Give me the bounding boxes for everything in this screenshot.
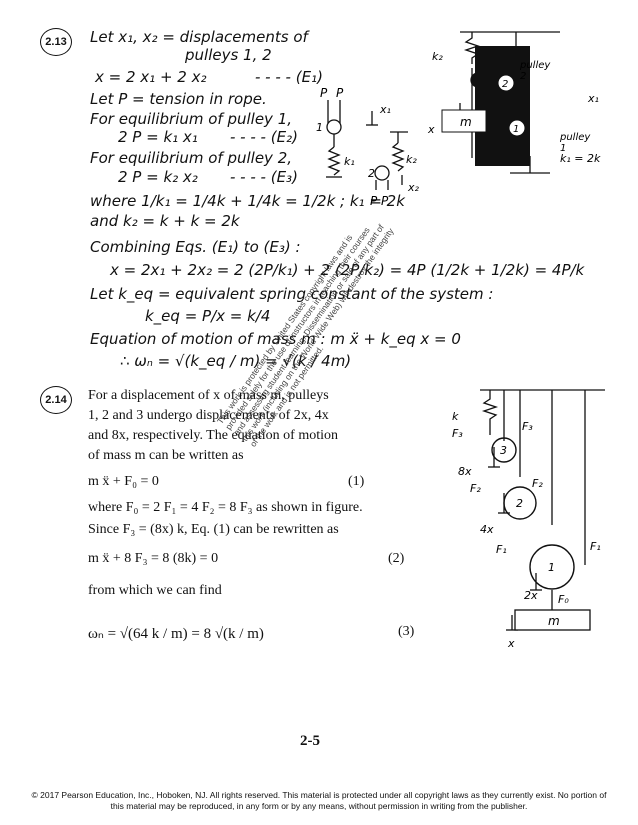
p214-line-1: For a displacement of x of mass m, pulle… <box>88 388 329 403</box>
p213-sys-circle1: 1 <box>513 124 519 135</box>
p213-sys-k2: k₂ <box>432 50 443 63</box>
p213-fbd-pulley2: 2 <box>368 167 375 180</box>
p213-line-2: pulleys 1, 2 <box>185 46 272 64</box>
p213-fbd-pulley1: 1 <box>316 121 323 134</box>
p213-line-5: For equilibrium of pulley 1, <box>90 110 293 128</box>
p213-line-15: Equation of motion of mass m : m ẍ + k_e… <box>90 330 461 348</box>
problem-number-2-14: 2.14 <box>40 386 72 414</box>
p213-fbd-P-bottom: P P <box>370 194 389 208</box>
p214-fig-F3-left: F₃ <box>452 427 463 440</box>
p214-line-7: from which we can find <box>88 583 222 598</box>
p213-eq-e1-tag: - - - - (E₁) <box>255 68 323 86</box>
p214-fig-4x: 4x <box>480 523 494 536</box>
p214-fig-circle2: 2 <box>516 497 523 510</box>
p213-line-7: For equilibrium of pulley 2, <box>90 149 293 167</box>
p213-eq-e3: 2 P = k₂ x₂ <box>118 168 198 186</box>
p213-eq-e1: x = 2 x₁ + 2 x₂ <box>95 68 207 86</box>
p213-line-4: Let P = tension in rope. <box>90 90 267 108</box>
p214-line-6: Since F₃ = (8x) k, Eq. (1) can be rewrit… <box>88 522 339 537</box>
p214-line-2: 1, 2 and 3 undergo displacements of 2x, … <box>88 408 329 423</box>
p214-eq-2-tag: (2) <box>388 551 405 566</box>
p213-line-1: Let x₁, x₂ = displacements of <box>90 28 308 46</box>
p213-eq-e2: 2 P = k₁ x₁ <box>118 128 198 146</box>
p213-line-11: Combining Eqs. (E₁) to (E₃) : <box>90 238 301 256</box>
p214-fig-F1-left: F₁ <box>496 543 507 556</box>
p214-line-3: and 8x, respectively. The equation of mo… <box>88 428 338 443</box>
p213-line-16: ∴ ωₙ = √(k_eq / m) = √(k / 4m) <box>120 352 352 370</box>
p214-eq-3-tag: (3) <box>398 624 415 639</box>
p214-line-4: of mass m can be written as <box>88 448 244 463</box>
p213-fbd-P-right: P <box>336 86 344 100</box>
p214-pulley-figure: k F₃ F₃ 3 8x F₂ F₂ 2 4x F₁ F₁ 1 2x F₀ m … <box>452 389 605 650</box>
p213-fbd-P-left: P <box>320 86 328 100</box>
p213-line-13: Let k_eq = equivalent spring constant of… <box>90 285 494 303</box>
p214-eq-2: m ẍ + 8 F₃ = 8 (8k) = 0 <box>88 551 219 566</box>
p214-eq-1-tag: (1) <box>348 474 365 489</box>
problem-number-2-13: 2.13 <box>40 28 72 56</box>
p214-fig-F2-left: F₂ <box>470 482 481 495</box>
p213-free-body-diagram: P P x₁ 1 k₁ k₂ 2 x₂ P P <box>316 86 420 208</box>
p214-fig-x: x <box>507 637 515 650</box>
copyright-footer: © 2017 Pearson Education, Inc., Hoboken,… <box>31 790 607 811</box>
p213-fbd-x1: x₁ <box>379 103 391 116</box>
p214-fig-F2-right: F₂ <box>532 477 543 490</box>
p214-fig-2x: 2x <box>524 589 538 602</box>
p214-eq-3: ωₙ = √(64 k / m) = 8 √(k / m) <box>88 626 264 642</box>
p214-fig-8x: 8x <box>458 465 472 478</box>
p214-fig-k: k <box>452 410 459 423</box>
p213-fbd-k2: k₂ <box>406 153 417 166</box>
p213-line-9: where 1/k₁ = 1/4k + 1/4k = 1/2k ; k₁ = 2… <box>90 192 405 210</box>
p214-fig-circle1: 1 <box>548 561 555 574</box>
p213-sys-x1: x₁ <box>587 92 599 105</box>
p214-fig-circle3: 3 <box>500 444 507 457</box>
p213-line-10: and k₂ = k + k = 2k <box>90 212 240 230</box>
p214-fig-m: m <box>548 614 560 628</box>
p214-eq-1: m ẍ + F₀ = 0 <box>88 474 159 489</box>
p214-fig-F1-right: F₁ <box>590 540 601 553</box>
page-number: 2-5 <box>300 733 320 749</box>
p214-fig-F0: F₀ <box>558 593 569 606</box>
p213-eq-e3-tag: - - - - (E₃) <box>230 168 298 186</box>
p213-sys-circle2: 2 <box>502 79 508 90</box>
p213-sys-x: x <box>427 123 435 136</box>
p214-fig-F3-right: F₃ <box>522 420 533 433</box>
p213-line-12: x = 2x₁ + 2x₂ = 2 (2P/k₁) + 2 (2P/k₂) = … <box>110 261 585 279</box>
p213-eq-e2-tag: - - - - (E₂) <box>230 128 298 146</box>
p213-line-14: k_eq = P/x = k/4 <box>145 307 271 325</box>
p213-sys-m: m <box>460 115 472 129</box>
p213-fbd-x2: x₂ <box>407 181 420 194</box>
p214-line-5: where F₀ = 2 F₁ = 4 F₂ = 8 F₃ as shown i… <box>88 500 363 515</box>
p213-fbd-k1: k₁ <box>344 155 355 168</box>
p213-sys-k1-eq: k₁ = 2k <box>560 152 601 165</box>
